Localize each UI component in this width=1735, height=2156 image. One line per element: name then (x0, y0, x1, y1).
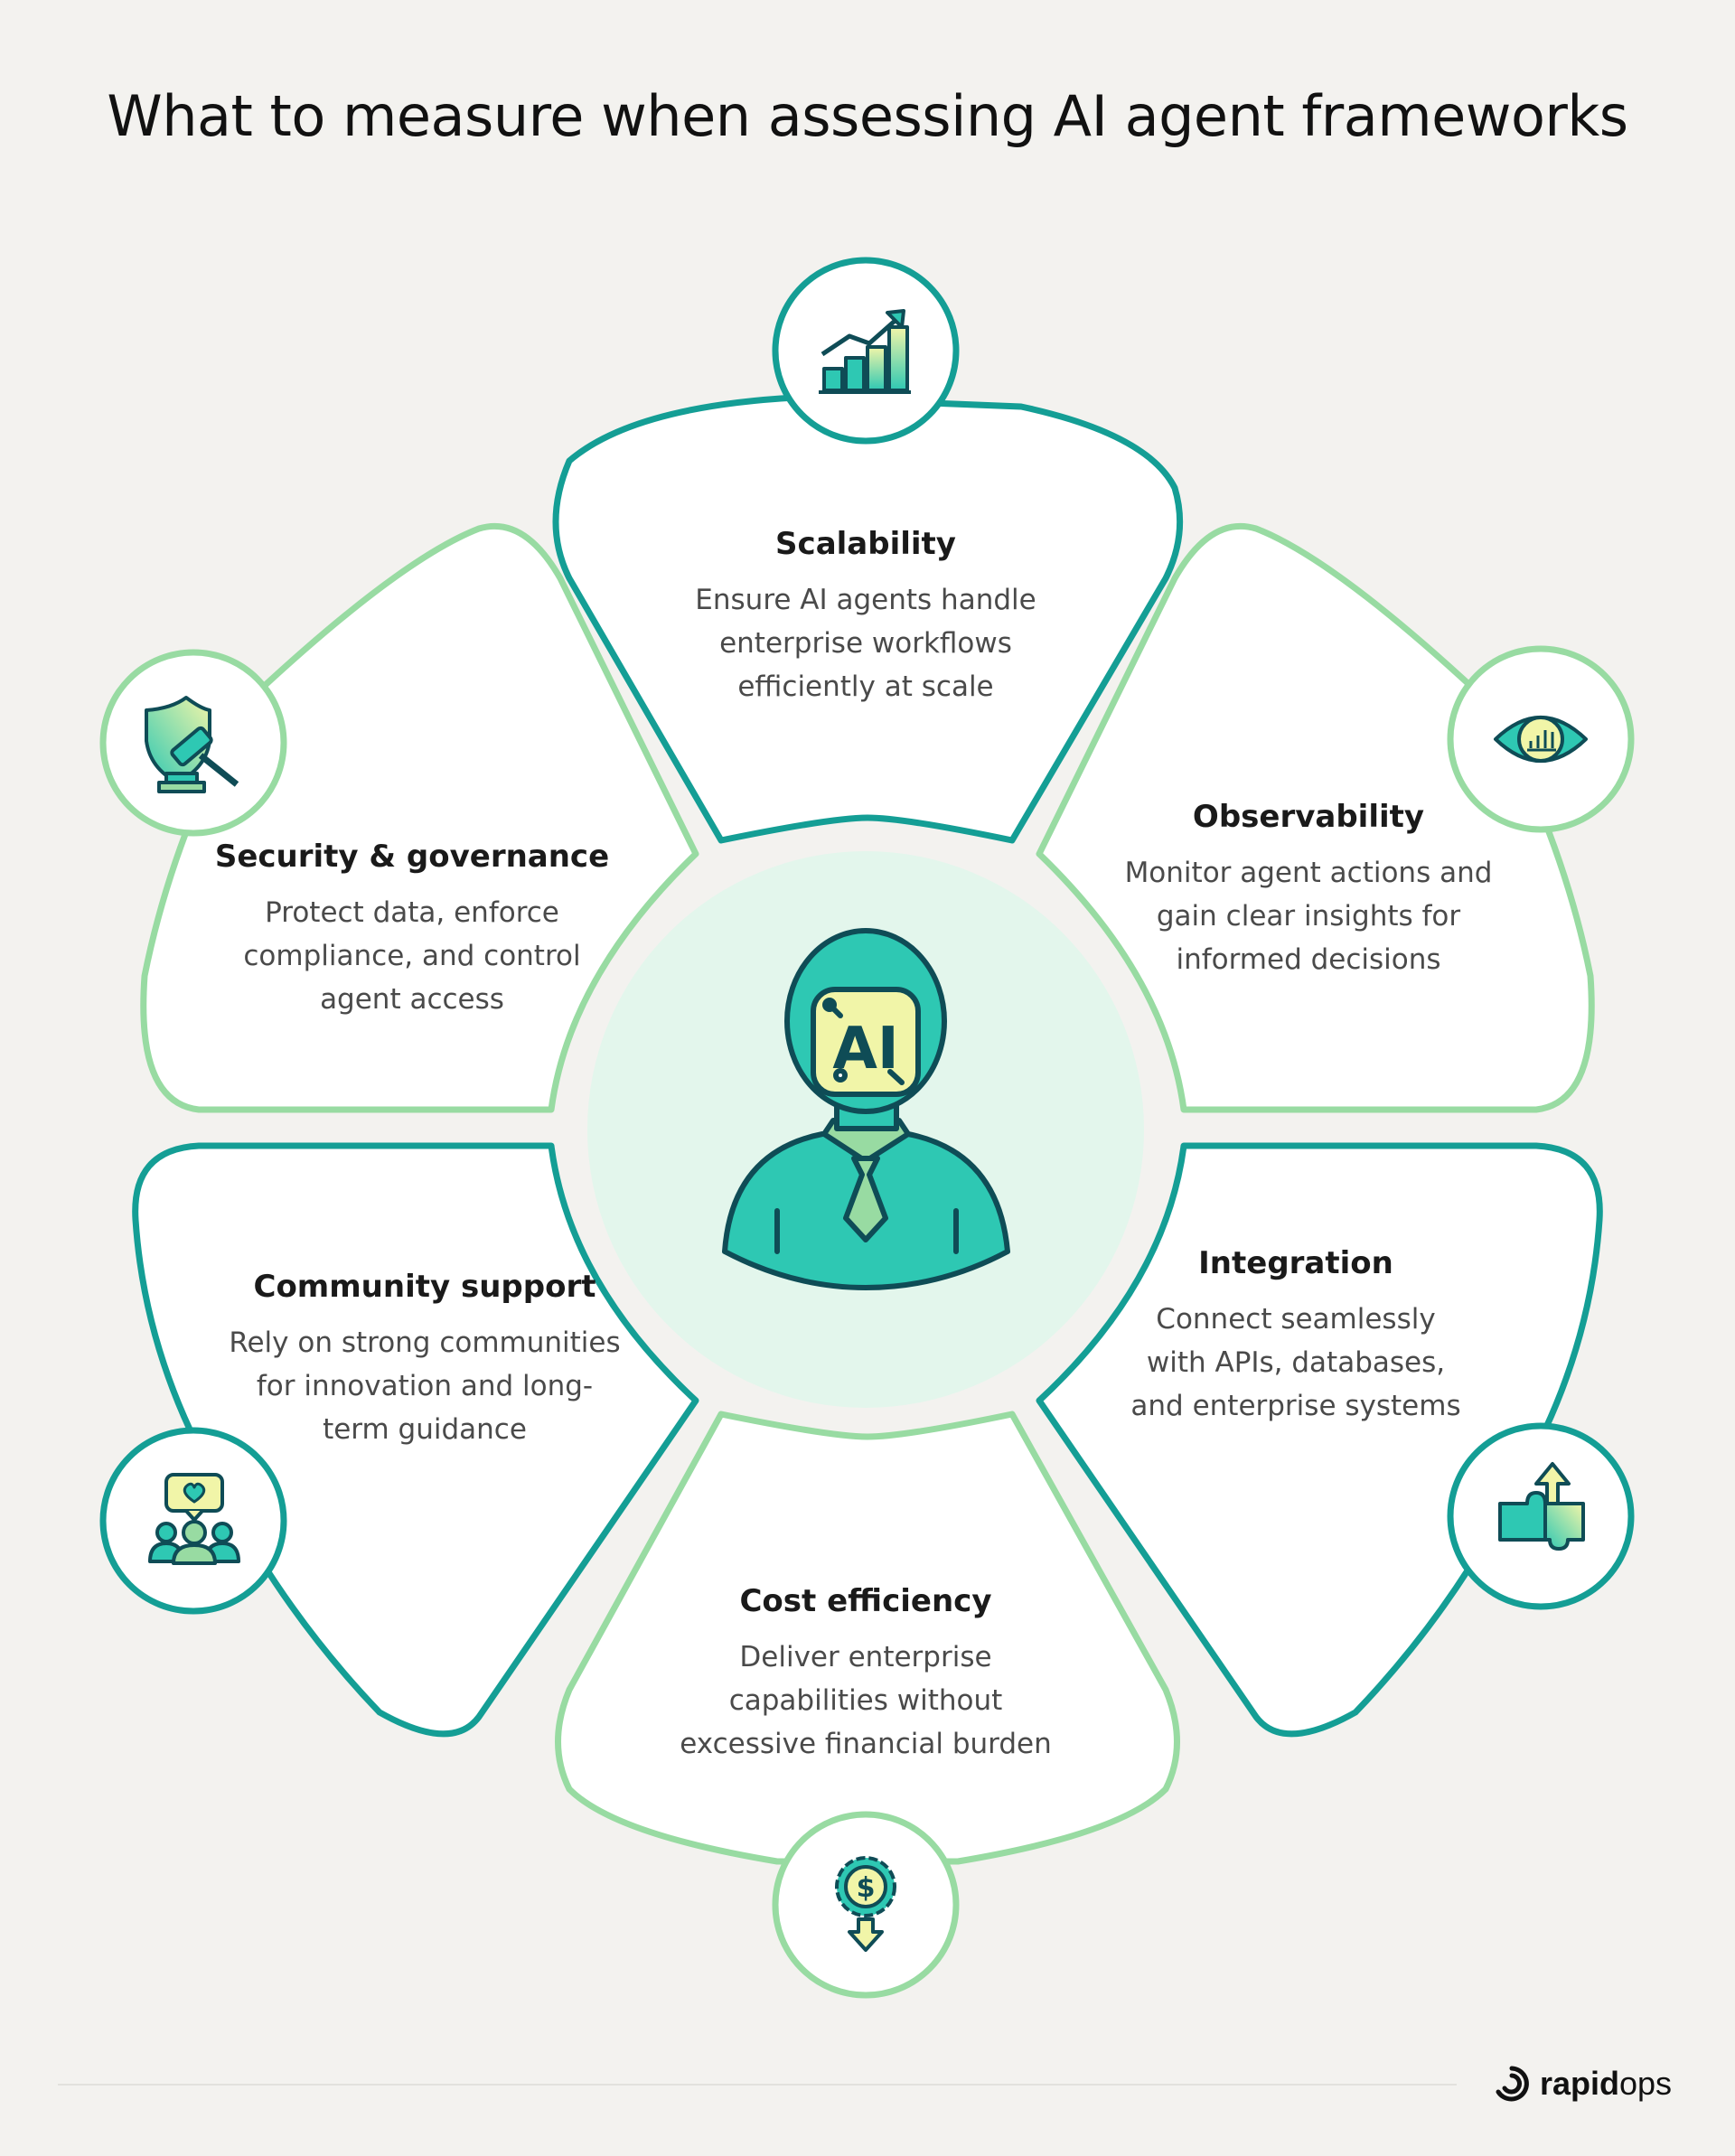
segment-community-support (132, 1142, 699, 1738)
segment-text-observability: Observability Monitor agent actions and … (1092, 799, 1525, 981)
dollar-gear-down-icon: $ (835, 1856, 896, 1952)
observability-icon-badge (1447, 645, 1635, 833)
segment-cost-efficiency (555, 1411, 1180, 1865)
svg-text:$: $ (857, 1872, 876, 1904)
segment-text-cost-efficiency: Cost efficiency Deliver enterprise capab… (649, 1583, 1083, 1766)
segment-description: Rely on strong communities for innovatio… (229, 1326, 621, 1446)
segment-scalability (552, 394, 1184, 844)
segment-description: Connect seamlessly with APIs, databases,… (1130, 1303, 1461, 1422)
growth-chart-icon (819, 309, 911, 394)
puzzle-arrow-icon (1498, 1462, 1585, 1551)
eye-chart-icon (1494, 716, 1588, 763)
cost-efficiency-icon-badge: $ (772, 1811, 960, 1999)
segment-description: Protect data, enforce compliance, and co… (243, 896, 581, 1016)
community-support-icon-badge (99, 1427, 287, 1615)
logo-regular: ops (1619, 2065, 1673, 2102)
segment-title: Observability (1192, 799, 1425, 835)
ai-robot-person-icon: AI (722, 928, 1010, 1290)
segment-security-governance (140, 522, 699, 1113)
segment-text-scalability: Scalability Ensure AI agents handle ente… (649, 526, 1083, 708)
rapidops-logo-icon (1496, 2066, 1529, 2102)
footer-divider (58, 2084, 1457, 2086)
segment-integration (1036, 1142, 1603, 1738)
segment-title: Community support (253, 1269, 596, 1305)
segment-description: Monitor agent actions and gain clear ins… (1124, 857, 1493, 976)
rapidops-logo: rapidops (1491, 2058, 1672, 2109)
security-governance-icon-badge (99, 649, 287, 837)
integration-icon-badge (1447, 1422, 1635, 1610)
segment-text-security-governance: Security & governance Protect data, enfo… (195, 839, 629, 1021)
segment-text-community-support: Community support Rely on strong communi… (208, 1269, 642, 1451)
segment-text-integration: Integration Connect seamlessly with APIs… (1079, 1245, 1513, 1428)
segment-description: Deliver enterprise capabilities without … (680, 1641, 1052, 1760)
segment-title: Integration (1198, 1245, 1393, 1281)
segment-title: Cost efficiency (739, 1583, 992, 1619)
scalability-icon-badge (772, 257, 960, 445)
page-title: What to measure when assessing AI agent … (107, 83, 1628, 149)
segment-title: Security & governance (214, 839, 610, 875)
segment-observability (1036, 522, 1595, 1113)
shield-gavel-icon (145, 696, 239, 793)
logo-text: rapidops (1540, 2065, 1672, 2103)
community-heart-icon (148, 1473, 240, 1565)
segment-title: Scalability (775, 526, 956, 562)
logo-bold: rapid (1540, 2065, 1620, 2102)
segment-description: Ensure AI agents handle enterprise workf… (695, 584, 1036, 703)
